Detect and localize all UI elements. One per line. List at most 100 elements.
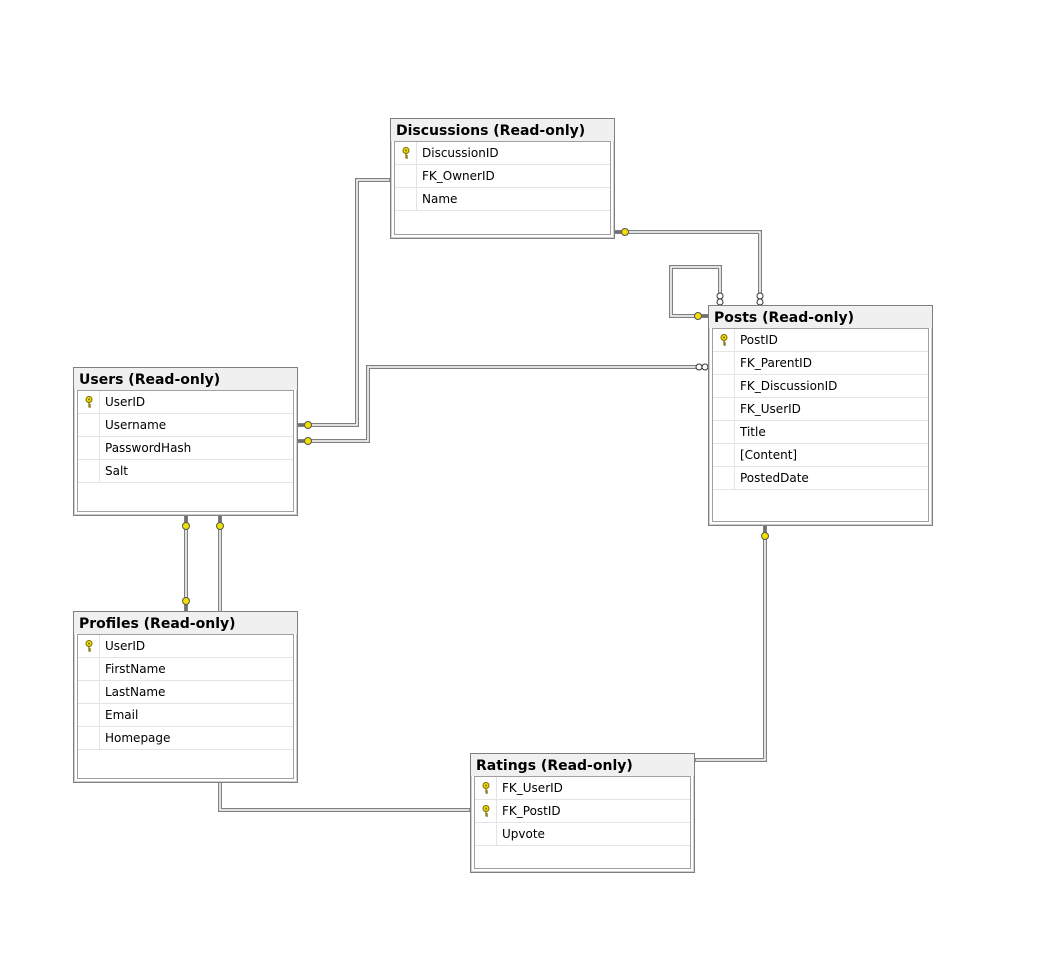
key-cell xyxy=(713,375,735,397)
one-end-key-icon xyxy=(694,312,708,320)
connector-line-inner xyxy=(695,526,766,761)
column-row[interactable]: FK_UserID xyxy=(475,777,690,800)
column-row[interactable]: Name xyxy=(395,188,610,211)
key-cell xyxy=(78,727,100,749)
table-title: Discussions (Read-only) xyxy=(391,119,614,141)
column-name: Salt xyxy=(105,464,129,478)
relationship-posts-ratings[interactable] xyxy=(682,526,769,764)
column-row[interactable]: Salt xyxy=(78,460,293,483)
column-row[interactable]: [Content] xyxy=(713,444,928,467)
column-row[interactable]: Upvote xyxy=(475,823,690,846)
column-name: PostedDate xyxy=(740,471,809,485)
key-cell xyxy=(713,444,735,466)
connector-line-outer xyxy=(298,178,390,427)
primary-key-icon xyxy=(395,142,417,164)
relationship-discussions-posts[interactable] xyxy=(615,228,764,306)
many-end-infinity-icon xyxy=(756,292,764,306)
column-list: DiscussionID FK_OwnerID Name xyxy=(394,141,611,235)
column-name: FK_ParentID xyxy=(740,356,812,370)
column-row[interactable]: Homepage xyxy=(78,727,293,750)
column-row[interactable]: DiscussionID xyxy=(395,142,610,165)
column-row[interactable]: FirstName xyxy=(78,658,293,681)
column-name: PostID xyxy=(740,333,778,347)
column-row[interactable]: FK_ParentID xyxy=(713,352,928,375)
column-row[interactable]: PostID xyxy=(713,329,928,352)
one-end-key-icon xyxy=(615,228,629,236)
column-row[interactable]: LastName xyxy=(78,681,293,704)
column-name: Upvote xyxy=(502,827,545,841)
column-name: FK_UserID xyxy=(740,402,801,416)
column-name: [Content] xyxy=(740,448,798,462)
primary-key-icon xyxy=(713,329,735,351)
key-cell xyxy=(78,658,100,680)
key-cell xyxy=(78,414,100,436)
table-title: Posts (Read-only) xyxy=(709,306,932,328)
key-cell xyxy=(713,467,735,489)
one-end-key-icon xyxy=(298,437,312,445)
column-list: FK_UserID FK_PostID Upvote xyxy=(474,776,691,869)
relationship-users-profiles[interactable] xyxy=(182,516,190,611)
column-name: FK_DiscussionID xyxy=(740,379,838,393)
primary-key-icon xyxy=(78,391,100,413)
table-ratings[interactable]: Ratings (Read-only) FK_UserID FK_PostID Up… xyxy=(470,753,695,873)
column-name: FirstName xyxy=(105,662,166,676)
key-cell xyxy=(78,437,100,459)
one-end-key-icon xyxy=(298,421,312,429)
one-end-key-icon xyxy=(761,526,769,540)
column-row[interactable]: Email xyxy=(78,704,293,727)
column-list: PostID FK_ParentID FK_DiscussionID FK_UserI… xyxy=(712,328,929,522)
column-row[interactable]: UserID xyxy=(78,391,293,414)
column-row[interactable]: FK_DiscussionID xyxy=(713,375,928,398)
key-cell xyxy=(78,704,100,726)
column-row[interactable]: Title xyxy=(713,421,928,444)
table-title: Ratings (Read-only) xyxy=(471,754,694,776)
column-row[interactable]: FK_OwnerID xyxy=(395,165,610,188)
key-cell xyxy=(475,823,497,845)
table-title: Users (Read-only) xyxy=(74,368,297,390)
column-name: Username xyxy=(105,418,167,432)
column-row[interactable]: UserID xyxy=(78,635,293,658)
one-end-key-icon xyxy=(182,597,190,611)
connector-line-outer xyxy=(695,526,767,762)
column-name: PasswordHash xyxy=(105,441,192,455)
column-row[interactable]: FK_PostID xyxy=(475,800,690,823)
connector-line-inner xyxy=(615,231,761,305)
column-name: Title xyxy=(740,425,766,439)
column-name: LastName xyxy=(105,685,166,699)
key-cell xyxy=(713,398,735,420)
table-posts[interactable]: Posts (Read-only) PostID FK_ParentID FK_Di… xyxy=(708,305,933,526)
column-name: FK_UserID xyxy=(502,781,563,795)
key-cell xyxy=(78,460,100,482)
key-cell xyxy=(395,165,417,187)
relationship-users-posts[interactable] xyxy=(298,363,709,445)
many-end-infinity-icon xyxy=(716,292,724,306)
connector-line-inner xyxy=(298,366,708,442)
connector-line-inner xyxy=(298,179,390,426)
column-name: DiscussionID xyxy=(422,146,499,160)
one-end-key-icon xyxy=(182,516,190,530)
many-end-infinity-icon xyxy=(695,363,709,371)
connector-line-outer xyxy=(298,365,708,443)
column-name: Email xyxy=(105,708,139,722)
key-cell xyxy=(713,421,735,443)
key-cell xyxy=(713,352,735,374)
table-title: Profiles (Read-only) xyxy=(74,612,297,634)
column-row[interactable]: Username xyxy=(78,414,293,437)
column-row[interactable]: FK_UserID xyxy=(713,398,928,421)
column-name: Homepage xyxy=(105,731,171,745)
one-end-key-icon xyxy=(216,516,224,530)
column-name: UserID xyxy=(105,639,146,653)
connector-line-outer xyxy=(615,230,762,305)
relationship-users-discussions[interactable] xyxy=(298,176,403,429)
column-name: Name xyxy=(422,192,458,206)
column-row[interactable]: PasswordHash xyxy=(78,437,293,460)
column-row[interactable]: PostedDate xyxy=(713,467,928,490)
primary-key-icon xyxy=(475,777,497,799)
primary-key-icon xyxy=(475,800,497,822)
table-discussions[interactable]: Discussions (Read-only) DiscussionID FK_O… xyxy=(390,118,615,239)
